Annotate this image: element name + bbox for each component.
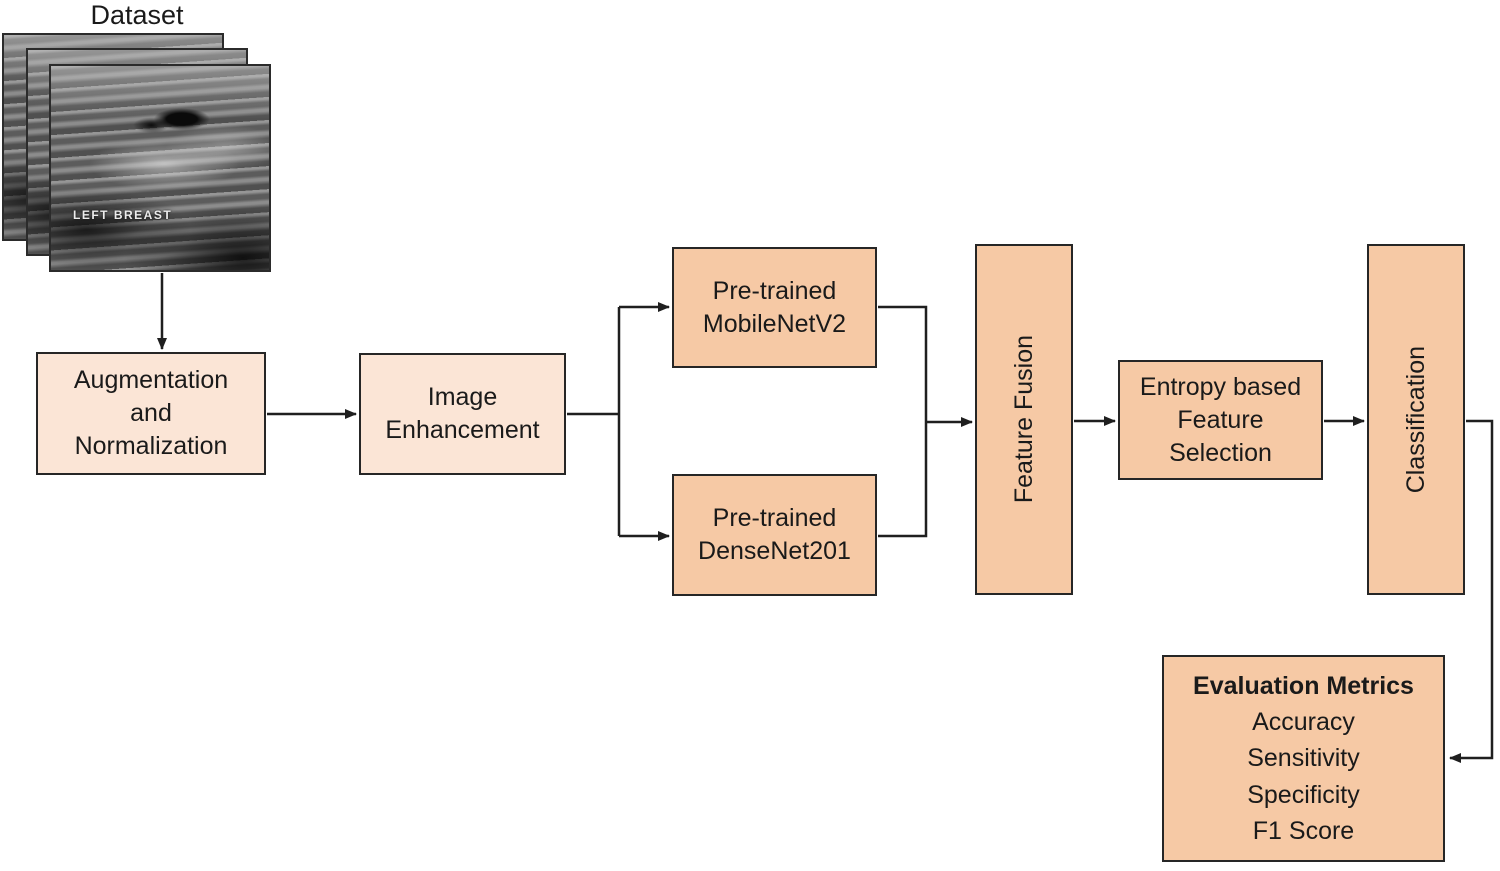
node-enhancement-label: Image Enhancement [385,383,540,444]
node-fusion-label: Feature Fusion [1009,335,1038,504]
node-entropy-feature-selection: Entropy based Feature Selection [1118,360,1323,480]
node-classification: Classification [1367,244,1465,595]
node-mobilenet-label: Pre-trained MobileNetV2 [702,276,847,338]
node-classification-label: Classification [1401,345,1430,494]
node-densenet-label: Pre-trained DenseNet201 [698,504,851,565]
node-augmentation-normalization: Augmentation and Normalization [36,352,266,475]
evaluation-metric-f1-score: F1 Score [1252,816,1355,845]
line-densenet-to-merge [878,422,928,538]
node-feature-fusion: Feature Fusion [975,244,1073,595]
node-evaluation-metrics: Evaluation Metrics Accuracy Sensitivity … [1162,655,1445,862]
evaluation-metric-sensitivity: Sensitivity [1247,744,1360,773]
ultrasound-image-front: LEFT BREAST [49,64,271,272]
node-pretrained-densenet201: Pre-trained DenseNet201 [672,474,877,596]
evaluation-metric-accuracy: Accuracy [1252,708,1355,737]
node-entropy-label: Entropy based Feature Selection [1139,372,1302,467]
line-mobilenet-to-merge [878,305,928,422]
dataset-label: Dataset [90,0,184,30]
ultrasound-caption: LEFT BREAST [73,208,173,222]
node-pretrained-mobilenetv2: Pre-trained MobileNetV2 [672,247,877,368]
evaluation-metrics-title: Evaluation Metrics [1193,671,1414,700]
node-augmentation-label: Augmentation and Normalization [73,366,229,460]
evaluation-metric-specificity: Specificity [1247,780,1360,809]
node-image-enhancement: Image Enhancement [359,353,566,475]
